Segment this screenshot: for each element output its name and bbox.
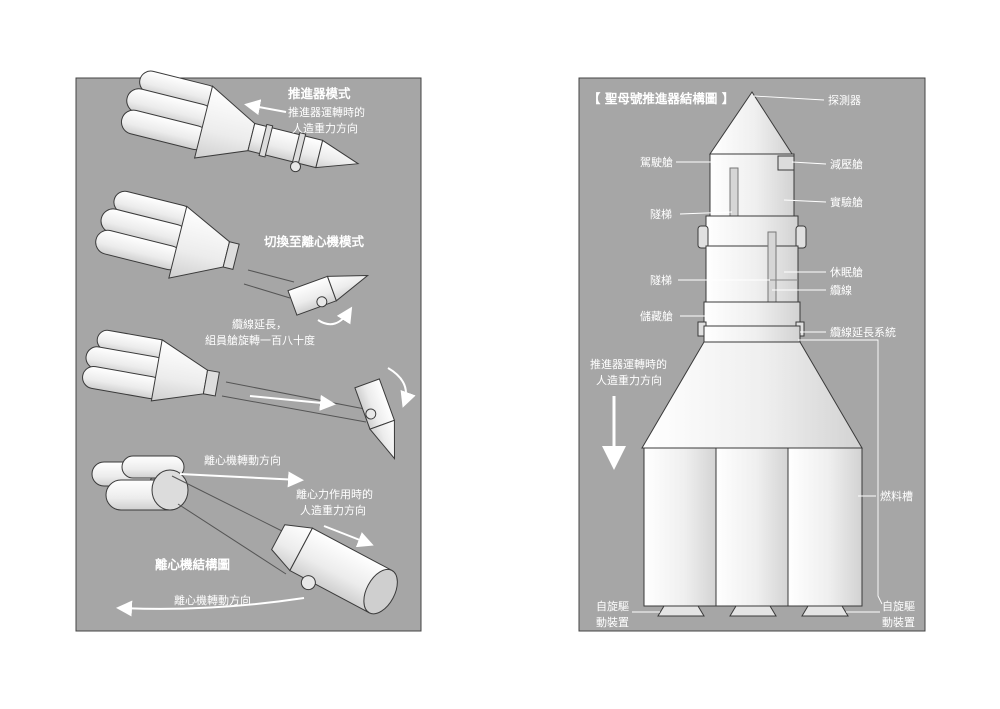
cable-direction-arrow: [249, 394, 336, 411]
label-decompression: 減壓艙: [830, 157, 863, 171]
label-probe: 探測器: [828, 93, 861, 107]
label-ladder-upper: 隧梯: [650, 207, 672, 221]
nozzle-left: [657, 605, 705, 617]
sleep-module: [705, 245, 799, 303]
centrifugal-force-line2: 人造重力方向: [300, 503, 366, 517]
label-cable: 纜線: [830, 283, 852, 297]
switch-rotation-arrow: [317, 306, 353, 326]
switch-mode-ship: [95, 190, 370, 316]
label-storage: 儲藏艙: [640, 309, 673, 323]
thruster-note-line1: 推進器運轉時的: [288, 105, 365, 119]
storage-module: [703, 301, 801, 327]
label-spin-left-line2: 動裝置: [596, 615, 629, 629]
label-spin-left-line1: 自旋驅: [596, 599, 629, 613]
label-cockpit: 駕駛艙: [640, 155, 673, 169]
label-gravity-line1: 推進器運轉時的: [590, 357, 667, 371]
switch-mode-title: 切換至離心機模式: [264, 234, 365, 249]
right-panel: 【 聖母號推進器結構圖 】: [578, 77, 926, 632]
label-ladder-lower: 隧梯: [650, 273, 672, 287]
centrifuge-structure-title: 離心機結構圖: [155, 557, 230, 572]
extended-cable-ship: [82, 329, 396, 460]
fuel-tank-right: [787, 447, 863, 607]
label-fuel: 燃料槽: [880, 489, 913, 503]
thruster-mode-title: 推進器模式: [288, 86, 351, 101]
label-lab: 實驗艙: [830, 195, 863, 209]
thruster-gravity-arrow: [244, 99, 287, 116]
right-panel-title: 【 聖母號推進器結構圖 】: [588, 91, 734, 106]
label-spin-right-line1: 自旋驅: [882, 599, 915, 613]
fuel-tank-center: [715, 447, 791, 607]
cable-note-line2: 組員艙旋轉一百八十度: [205, 333, 315, 347]
lower-ladder: [767, 231, 777, 305]
centrifugal-force-line1: 離心力作用時的: [296, 487, 373, 501]
cable-note-line1: 纜線延長，: [232, 317, 287, 331]
nozzle-center: [729, 605, 777, 617]
centrifuge-rotation-arrow-top: [179, 471, 304, 488]
centrifuge-rotation-label-top: 離心機轉動方向: [204, 453, 281, 467]
label-cable-system: 纜線延長系統: [830, 325, 896, 339]
left-panel: 推進器模式 推進器運轉時的 人造重力方向 切換至離心機模式 纜線延長， 組員艙旋…: [75, 70, 422, 632]
thruster-note-line2: 人造重力方向: [292, 121, 358, 135]
thruster-mode-ship: [120, 70, 360, 173]
label-sleep: 休眠艙: [830, 265, 863, 279]
centrifugal-force-arrow: [323, 525, 374, 548]
fuel-tank-left: [643, 447, 719, 607]
centrifuge-rotation-label-bottom: 離心機轉動方向: [174, 593, 251, 607]
centrifuge-ship: [91, 455, 398, 615]
label-gravity-line2: 人造重力方向: [596, 373, 662, 387]
seibo-thruster-ship: [641, 91, 863, 617]
upper-ladder: [729, 167, 739, 223]
centrifuge-rotation-arrow-bottom: [116, 597, 305, 617]
label-spin-right-line2: 動裝置: [882, 615, 915, 629]
leader-lines: [632, 95, 883, 613]
capsule-rotation-arrow: [387, 367, 416, 408]
nozzle-right: [801, 605, 849, 617]
